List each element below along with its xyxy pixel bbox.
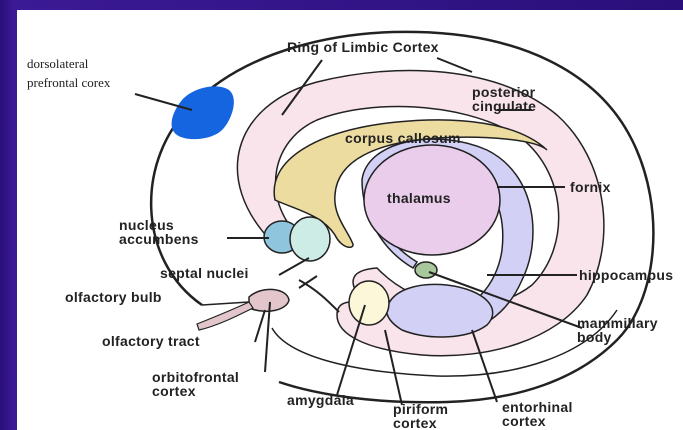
label-dlpfc-1: dorsolateral (27, 56, 89, 71)
limbic-system-diagram: dorsolateral prefrontal corex Ring of Li… (17, 10, 683, 430)
entorhinal-region (387, 284, 493, 337)
label-olfactory-bulb: olfactory bulb (65, 289, 162, 305)
label-ring: Ring of Limbic Cortex (287, 39, 439, 55)
mammillary-body (415, 262, 437, 278)
outline-connector (202, 302, 249, 305)
label-entorhinal-2: cortex (502, 413, 546, 429)
label-mammillary-2: body (577, 329, 612, 345)
septal-leader (279, 258, 309, 275)
label-amygdala: amygdala (287, 392, 354, 408)
ring-leader-2 (437, 58, 472, 72)
label-septal: septal nuclei (160, 265, 249, 281)
amygdala (349, 281, 389, 325)
label-hippocampus: hippocampus (579, 267, 673, 283)
label-olfactory-tract: olfactory tract (102, 333, 200, 349)
label-nucleus-2: accumbens (119, 231, 199, 247)
olfactory-tract-shape (197, 302, 253, 330)
orbito-leader (265, 302, 270, 372)
dlpfc-region (172, 86, 234, 139)
olf-tract-leader (255, 310, 265, 342)
label-dlpfc-2: prefrontal corex (27, 75, 111, 90)
label-fornix: fornix (570, 179, 611, 195)
diagram-frame: dorsolateral prefrontal corex Ring of Li… (17, 10, 683, 430)
septal-nuclei (290, 217, 330, 261)
label-posterior-2: cingulate (472, 98, 536, 114)
label-corpus-callosum: corpus callosum (345, 130, 461, 146)
label-orbito-2: cortex (152, 383, 196, 399)
label-piriform-2: cortex (393, 415, 437, 430)
label-thalamus: thalamus (387, 190, 451, 206)
